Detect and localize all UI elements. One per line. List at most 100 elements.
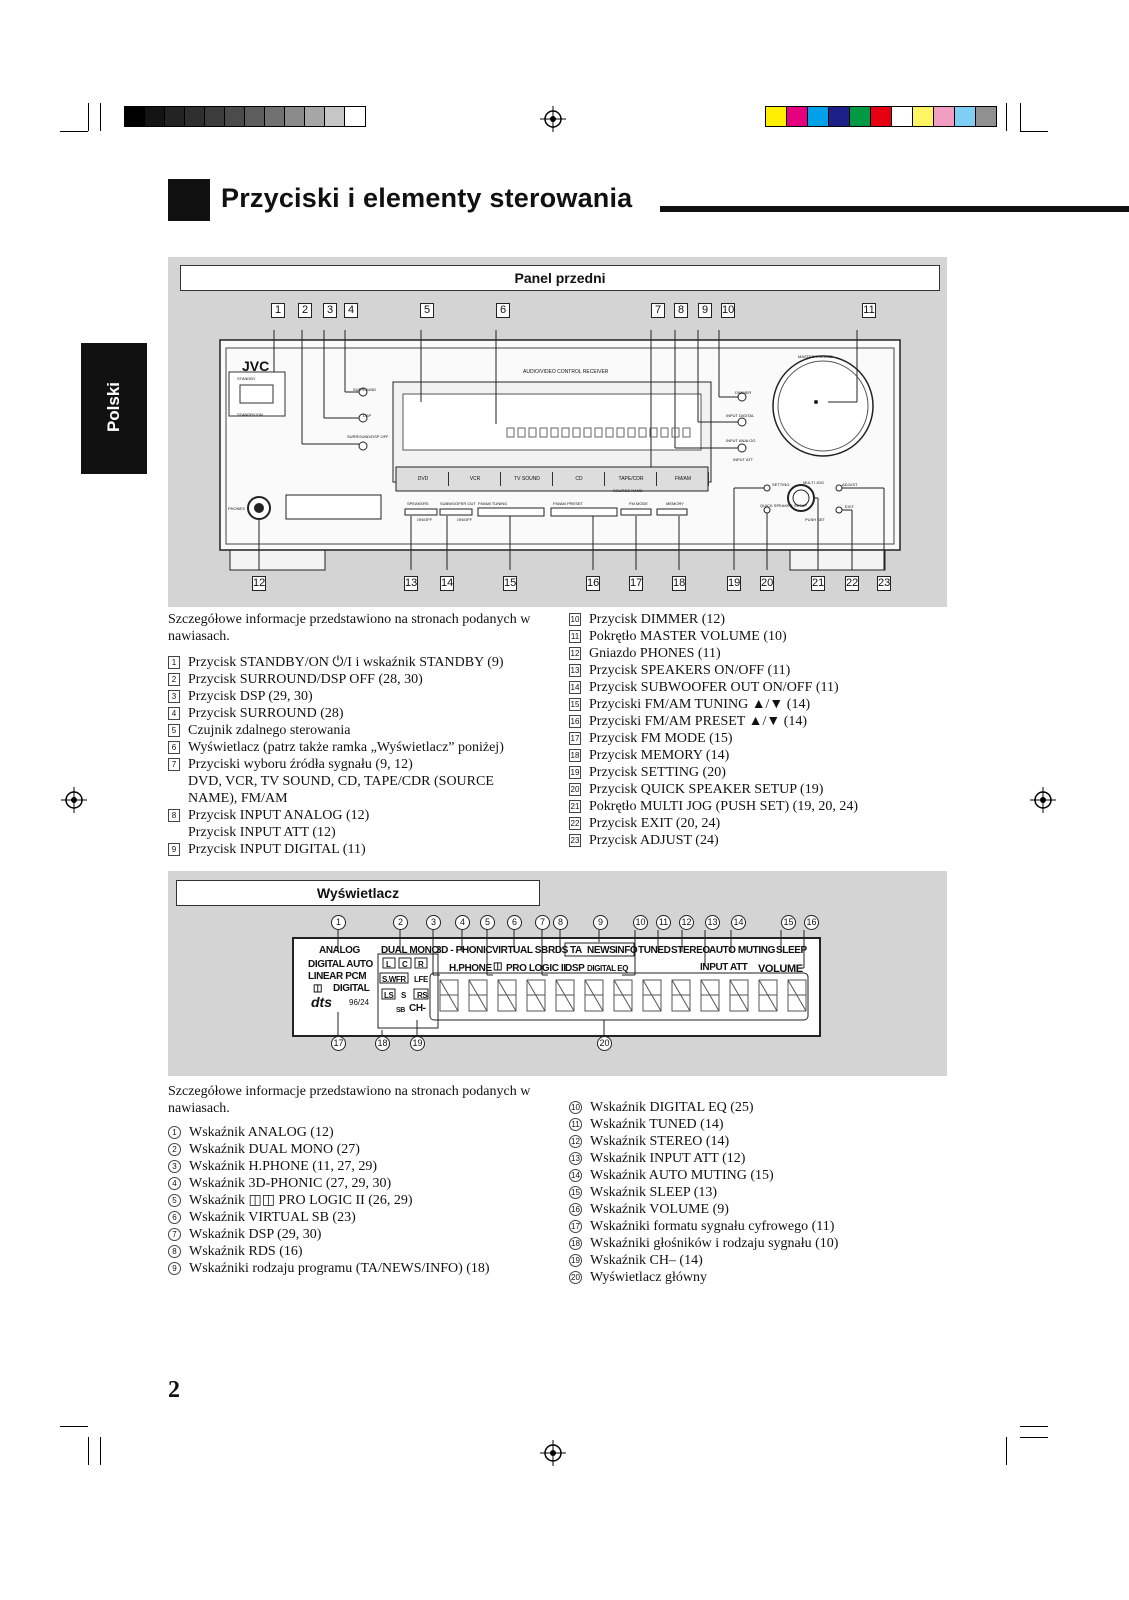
list-item-text: Przycisk EXIT (20, 24): [589, 816, 721, 831]
display-intro: Szczegółowe informacje przedstawiono na …: [168, 1084, 531, 1116]
circled-number: 12: [569, 1135, 582, 1148]
front-callout: 15: [503, 576, 517, 591]
channel-rs: RS: [417, 991, 428, 1000]
front-callout: 10: [721, 303, 735, 318]
circled-number: 13: [569, 1152, 582, 1165]
list-item-text: Przycisk DSP (29, 30): [188, 689, 313, 704]
source-button[interactable]: TV SOUND: [502, 472, 553, 486]
registration-crosshair-icon: [61, 787, 87, 813]
standby-on-label: STANDBY/ON: [237, 412, 263, 417]
list-item-text: Przyciski wyboru źródła sygnału (9, 12): [188, 757, 413, 772]
boxed-number: 17: [569, 732, 581, 745]
display-callout: 17: [331, 1036, 346, 1051]
input-att-label: INPUT ATT: [733, 457, 754, 462]
display-callout: 15: [781, 915, 796, 930]
color-swatch: [954, 106, 976, 127]
channel-sb: SB: [396, 1007, 405, 1014]
display-callout: 10: [633, 915, 648, 930]
list-item-text: Wskaźnik VIRTUAL SB (23): [189, 1210, 356, 1225]
dts-rate: 96/24: [349, 998, 370, 1007]
display-callout: 7: [535, 915, 550, 930]
grey-swatch: [244, 106, 266, 127]
color-swatch: [891, 106, 913, 127]
display-digit-segment: [729, 979, 749, 1012]
language-side-label: Polski: [104, 381, 123, 433]
boxed-number: 9: [168, 843, 180, 856]
source-button[interactable]: FM/AM: [658, 472, 709, 486]
display-digit-segment: [497, 979, 517, 1012]
boxed-number: 11: [569, 630, 581, 643]
source-button[interactable]: VCR: [450, 472, 501, 486]
display-digit-segment: [642, 979, 662, 1012]
front-callout: 16: [586, 576, 600, 591]
color-swatch: [807, 106, 829, 127]
page-title: Przyciski i elementy sterowania: [221, 183, 633, 213]
list-item-text: Wskaźniki rodzaju programu (TA/NEWS/INFO…: [189, 1261, 490, 1276]
dimmer-label: DIMMER: [735, 390, 752, 395]
hphone-indicator: H.PHONE: [449, 963, 492, 974]
list-item-text: Wskaźnik DIGITAL EQ (25): [590, 1100, 754, 1115]
circled-number: 5: [168, 1194, 181, 1207]
volume-indicator: VOLUME: [758, 963, 803, 975]
display-digit-segment: [526, 979, 546, 1012]
source-button[interactable]: TAPE/CDR: [606, 472, 657, 486]
boxed-number: 14: [569, 681, 581, 694]
title-rule: [660, 206, 1129, 212]
list-item-text: Wskaźniki głośników i rodzaju sygnału (1…: [590, 1236, 839, 1251]
list-item-text: Przycisk QUICK SPEAKER SETUP (19): [589, 782, 824, 797]
color-swatch: [975, 106, 997, 127]
grey-swatch: [144, 106, 166, 127]
list-item: 3 Przycisk DSP (29, 30): [168, 688, 313, 705]
front-callout: 4: [344, 303, 358, 318]
source-button[interactable]: DVD: [398, 472, 449, 486]
front-callout: 9: [698, 303, 712, 318]
list-item-text: Przyciski FM/AM TUNING ▲/▼ (14): [589, 697, 811, 712]
display-callout: 12: [679, 915, 694, 930]
input-digital-label: INPUT DIGITAL: [726, 413, 755, 418]
display-digit-segment: [584, 979, 604, 1012]
master-volume-label: MASTER VOLUME: [798, 354, 833, 359]
grey-swatch: [204, 106, 226, 127]
input-analog-label: INPUT ANALOG: [726, 438, 756, 443]
circled-number: 11: [569, 1118, 582, 1131]
list-item-text: Wskaźnik ANALOG (12): [189, 1125, 334, 1140]
source-button[interactable]: CD: [554, 472, 605, 486]
boxed-number: 2: [168, 673, 180, 686]
dolby-double-d-icon: ◫: [313, 983, 323, 994]
list-item-text: Przycisk SURROUND (28): [188, 706, 344, 721]
list-item-text: Wskaźnik INPUT ATT (12): [590, 1151, 746, 1166]
list-item-text: Wskaźnik H.PHONE (11, 27, 29): [189, 1159, 378, 1174]
quick-setup-label: QUICK SPEAKER SETUP: [760, 503, 808, 508]
list-item-text: Wskaźniki formatu sygnału cyfrowego (11): [590, 1219, 835, 1234]
circled-number: 9: [168, 1262, 181, 1275]
front-button-label: SUBWOOFER OUT: [440, 501, 476, 506]
boxed-number: 8: [168, 809, 180, 822]
digital-eq-indicator: DIGITAL EQ: [587, 964, 629, 973]
adjust-label: ADJUST: [842, 482, 858, 487]
list-item-text: Wskaźnik VOLUME (9): [590, 1202, 729, 1217]
boxed-number: 20: [569, 783, 581, 796]
boxed-number: 3: [168, 690, 180, 703]
list-item-text: Przycisk MEMORY (14): [589, 748, 730, 763]
circled-number: 8: [168, 1245, 181, 1258]
stereo-indicator: STEREO: [671, 945, 710, 956]
circled-number: 6: [168, 1211, 181, 1224]
display-callout: 4: [455, 915, 470, 930]
boxed-number: 10: [569, 613, 581, 626]
list-item-text: Przycisk SPEAKERS ON/OFF (11): [589, 663, 791, 678]
